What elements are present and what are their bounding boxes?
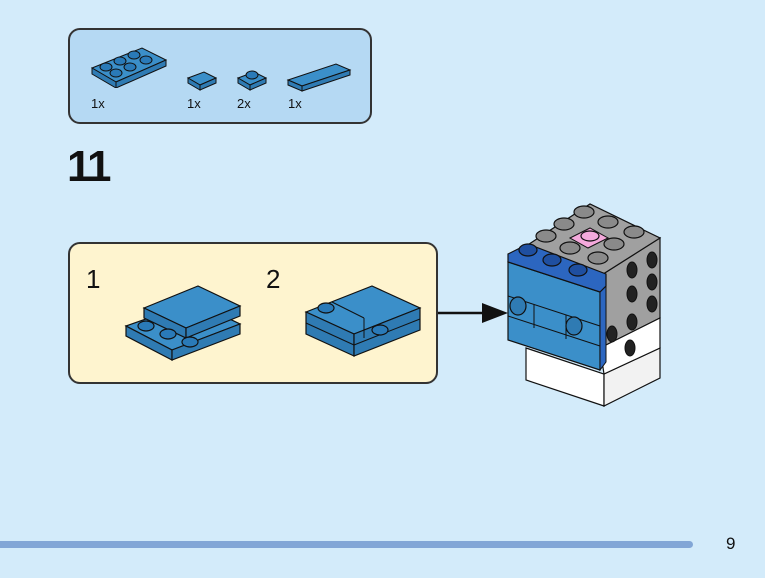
sub-step-1-illustration (124, 285, 242, 361)
sub-assembly-box: 1 2 (68, 242, 438, 384)
sub-step-number: 2 (266, 264, 281, 294)
page-number: 9 (726, 534, 736, 553)
part-tile-1x4 (286, 63, 352, 92)
footer-bar (0, 541, 693, 548)
sub-step-number: 1 (86, 264, 101, 294)
step-number: 11 (67, 142, 111, 191)
part-quantity: 1x (91, 96, 105, 111)
sub-step-2-illustration (304, 285, 422, 357)
part-plate-1x1 (236, 70, 268, 91)
parts-list-box: 1x 1x 2x 1x (68, 28, 372, 124)
part-quantity: 2x (237, 96, 251, 111)
part-tile-1x1 (186, 71, 218, 91)
part-quantity: 1x (288, 96, 302, 111)
part-quantity: 1x (187, 96, 201, 111)
part-plate-2x3 (90, 47, 168, 88)
arrow-icon (438, 303, 508, 323)
model-illustration (507, 203, 662, 407)
